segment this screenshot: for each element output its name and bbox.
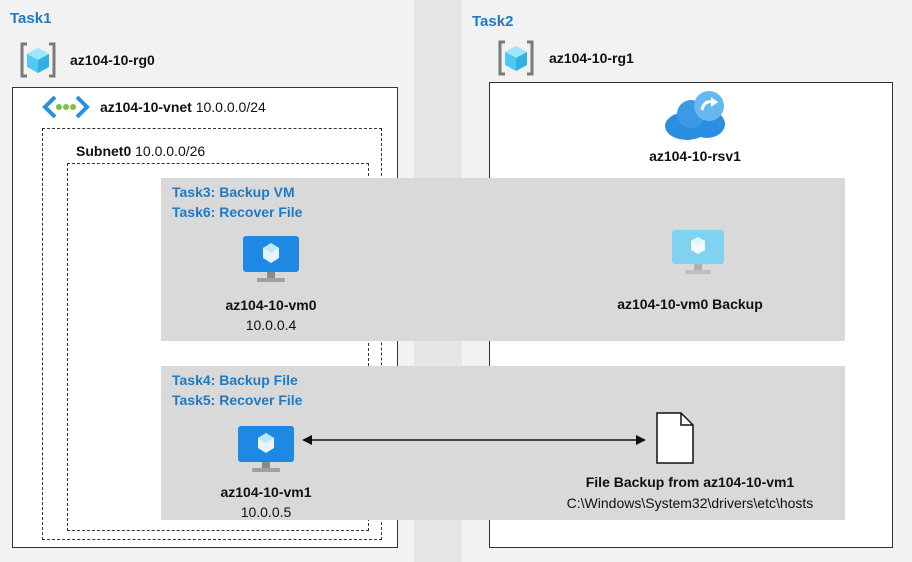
file-backup-label: File Backup from az104-10-vm1 bbox=[585, 474, 795, 490]
vm-icon bbox=[236, 424, 296, 474]
vault-name: az104-10-rsv1 bbox=[649, 148, 741, 164]
recovery-vault-icon bbox=[663, 86, 727, 142]
resource-group-icon bbox=[496, 38, 536, 78]
subnet-cidr: 10.0.0.0/26 bbox=[135, 143, 206, 159]
task5-label: Task5: Recover File bbox=[172, 392, 303, 408]
task4-label: Task4: Backup File bbox=[172, 372, 298, 388]
vm0-ip: 10.0.0.4 bbox=[245, 317, 297, 333]
subnet-name: Subnet0 bbox=[76, 143, 132, 159]
vnet-label: az104-10-vnet 10.0.0.0/24 bbox=[100, 99, 266, 115]
vm0-name: az104-10-vm0 bbox=[225, 297, 317, 313]
vm1-ip: 10.0.0.5 bbox=[240, 504, 292, 520]
file-icon bbox=[655, 411, 695, 465]
vm-icon bbox=[241, 234, 301, 284]
vm0-backup-label: az104-10-vm0 Backup bbox=[617, 296, 763, 312]
task6-label: Task6: Recover File bbox=[172, 204, 303, 220]
file-path: C:\Windows\System32\drivers\etc\hosts bbox=[566, 495, 814, 511]
vnet-name: az104-10-vnet bbox=[100, 99, 192, 115]
task3-label: Task3: Backup VM bbox=[172, 184, 295, 200]
vm-backup-icon bbox=[670, 228, 726, 276]
vm1-name: az104-10-vm1 bbox=[220, 484, 312, 500]
rg1-label: az104-10-rg1 bbox=[549, 50, 634, 66]
resource-group-icon bbox=[18, 40, 58, 80]
rg0-label: az104-10-rg0 bbox=[70, 52, 155, 68]
backup-arrow bbox=[300, 432, 648, 448]
task2-label: Task2 bbox=[472, 13, 514, 30]
vnet-icon bbox=[42, 93, 90, 121]
subnet-inner-boundary bbox=[67, 163, 369, 531]
subnet-label: Subnet0 10.0.0.0/26 bbox=[76, 143, 205, 159]
task1-label: Task1 bbox=[10, 10, 52, 27]
vnet-cidr: 10.0.0.0/24 bbox=[195, 99, 266, 115]
